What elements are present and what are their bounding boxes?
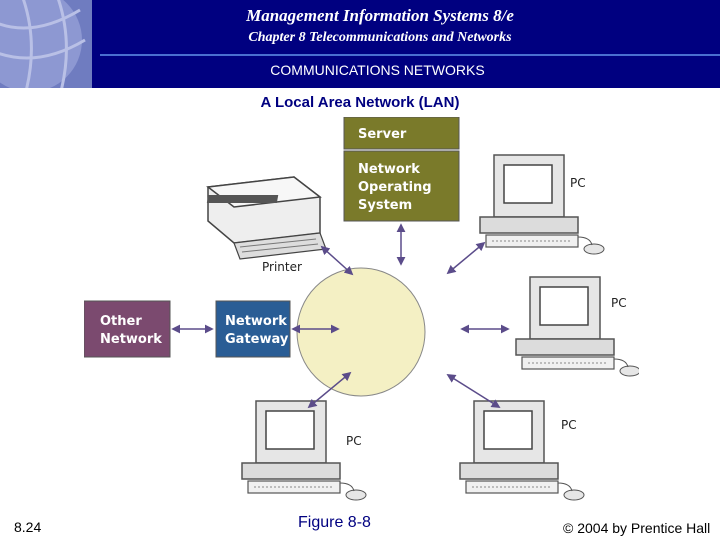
arrow-pc-top-right-hub bbox=[446, 241, 486, 275]
slide-title: A Local Area Network (LAN) bbox=[260, 94, 460, 111]
nos-label-3: System bbox=[358, 198, 412, 213]
other-network-box bbox=[83, 300, 171, 358]
pc-label-bottom-left: PC bbox=[346, 434, 362, 448]
other-network-label-2: Network bbox=[100, 332, 162, 347]
copyright: © 2004 by Prentice Hall bbox=[563, 520, 711, 536]
server-box bbox=[343, 116, 460, 150]
pc-icon-bottom-right bbox=[459, 400, 585, 501]
pc-label-top-right: PC bbox=[570, 176, 586, 190]
figure-label: Figure 8-8 bbox=[298, 514, 371, 531]
printer-label: Printer bbox=[262, 260, 302, 274]
section-title: COMMUNICATIONS NETWORKS bbox=[270, 62, 485, 78]
other-network-label-1: Other bbox=[100, 314, 142, 329]
gateway-label-2: Gateway bbox=[225, 332, 289, 347]
slide-number: 8.24 bbox=[14, 519, 42, 535]
pc-label-bottom-right: PC bbox=[561, 418, 577, 432]
printer-icon bbox=[206, 176, 327, 260]
gateway-label-1: Network bbox=[225, 314, 287, 329]
lan-diagram: Server Network Operating System Other Ne… bbox=[83, 116, 641, 505]
network-hub bbox=[296, 267, 426, 397]
gateway-box bbox=[215, 300, 291, 358]
header-divider bbox=[100, 54, 720, 56]
pc-label-right: PC bbox=[611, 296, 627, 310]
book-title: Management Information Systems 8/e bbox=[246, 6, 514, 25]
nos-box bbox=[343, 150, 460, 222]
chapter-title: Chapter 8 Telecommunications and Network… bbox=[248, 30, 512, 45]
server-label: Server bbox=[358, 127, 407, 142]
arrow-pc-bottom-right-hub bbox=[446, 374, 501, 408]
arrow-pc-bottom-left-hub bbox=[307, 371, 352, 409]
nos-label-2: Operating bbox=[358, 180, 432, 195]
pc-icon-right bbox=[515, 276, 641, 377]
header-banner: Management Information Systems 8/e Chapt… bbox=[0, 0, 720, 88]
nos-label-1: Network bbox=[358, 162, 420, 177]
pc-icon-bottom-left bbox=[241, 400, 367, 501]
arrow-printer-hub bbox=[320, 245, 354, 276]
pc-icon-top-right bbox=[479, 154, 605, 255]
globe-icon bbox=[0, 0, 92, 88]
